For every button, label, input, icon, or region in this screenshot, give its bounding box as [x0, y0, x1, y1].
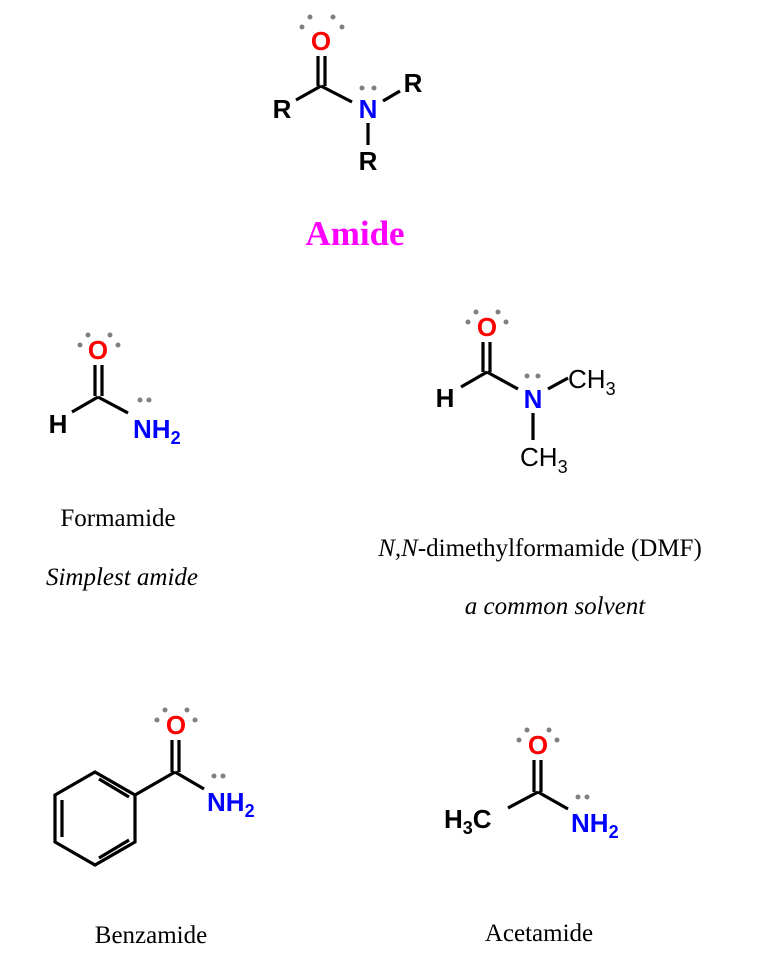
hydrogen-atom: H	[49, 409, 68, 439]
formamide-note: Simplest amide	[46, 564, 198, 591]
nitrogen-atom: N	[524, 384, 543, 414]
amine-group: NH2	[133, 414, 181, 448]
lone-pair-dots	[465, 309, 541, 379]
lone-pair-dots	[77, 332, 152, 403]
dmf-structure: O H N CH3 CH3	[436, 309, 616, 477]
amine-group: NH2	[571, 808, 619, 842]
r-group: R	[359, 146, 378, 176]
page-title: Amide	[305, 214, 404, 253]
dmf-note: a common solvent	[465, 593, 647, 620]
amine-group: NH2	[207, 787, 255, 821]
lone-pair-dots	[299, 14, 377, 91]
benzamide-label: Benzamide	[95, 922, 207, 949]
formamide-structure: O H NH2	[49, 332, 181, 448]
methyl-group: CH3	[568, 364, 616, 399]
oxygen-atom: O	[528, 730, 548, 760]
lone-pair-dots	[516, 727, 590, 800]
acetamide-structure: O H3C NH2	[444, 727, 619, 842]
benzene-ring	[53, 770, 137, 867]
oxygen-atom: O	[311, 26, 331, 56]
acetamide-label: Acetamide	[485, 920, 593, 947]
lone-pair-dots	[154, 707, 226, 779]
dmf-label: N,N-dimethylformamide (DMF)	[377, 535, 702, 562]
formamide-label: Formamide	[60, 505, 175, 532]
benzamide-structure: O NH2	[53, 707, 255, 867]
nitrogen-atom: N	[359, 94, 378, 124]
oxygen-atom: O	[166, 710, 186, 740]
methyl-group: CH3	[520, 442, 568, 477]
hydrogen-atom: H	[436, 383, 455, 413]
oxygen-atom: O	[88, 335, 108, 365]
general-amide-structure: O N R R R	[273, 14, 423, 176]
methyl-group: H3C	[444, 804, 492, 838]
r-group: R	[273, 94, 292, 124]
r-group: R	[404, 68, 423, 98]
oxygen-atom: O	[477, 312, 497, 342]
